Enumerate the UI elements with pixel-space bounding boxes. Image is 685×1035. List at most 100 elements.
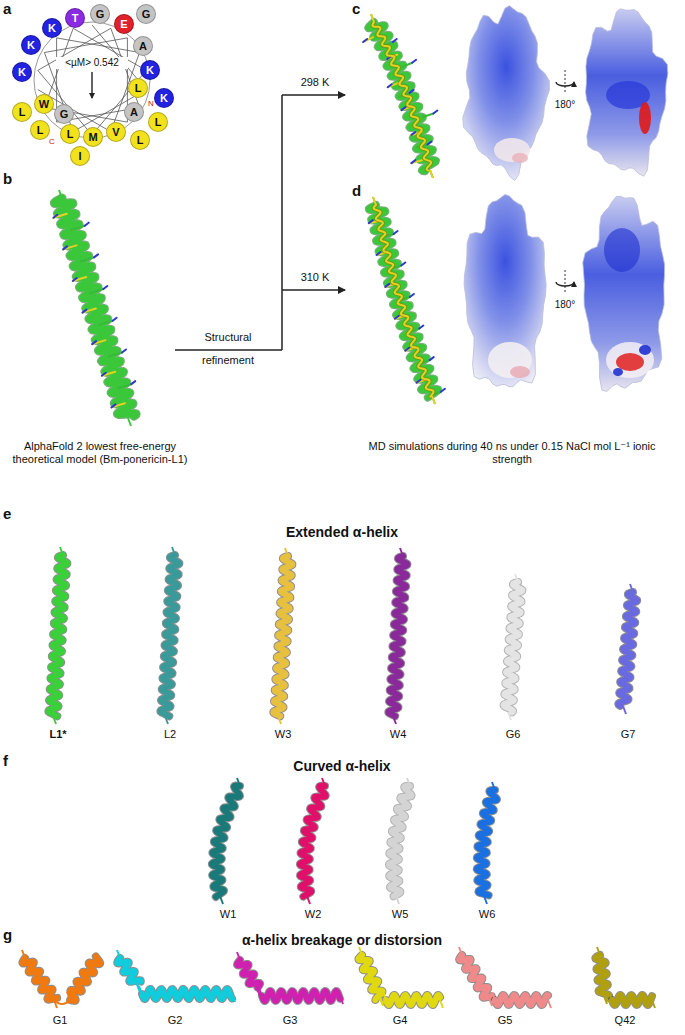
helix-shadow bbox=[160, 555, 179, 716]
helix-shadow bbox=[117, 958, 141, 982]
helix-shadow bbox=[262, 991, 340, 1001]
peptide-name: G6 bbox=[485, 728, 541, 741]
helix-ribbon bbox=[369, 205, 438, 398]
side-chain bbox=[118, 384, 131, 388]
residue-letter: E bbox=[120, 19, 127, 30]
helix-tail bbox=[430, 170, 433, 178]
charge-patch bbox=[639, 102, 651, 134]
helix-ribbon bbox=[495, 995, 548, 1005]
residue-circle: K bbox=[42, 18, 62, 38]
residue-circle: G bbox=[90, 4, 110, 24]
rotation-label: 180° bbox=[548, 299, 582, 311]
residue-letter: L bbox=[135, 83, 142, 94]
residue-letter: M bbox=[88, 132, 97, 143]
loop bbox=[137, 984, 142, 994]
residue-circle: I bbox=[70, 146, 90, 166]
peptide-name: L2 bbox=[142, 728, 198, 741]
residue-circle: K bbox=[12, 62, 32, 82]
helix-tail bbox=[548, 1000, 551, 1008]
peptide-name: W4 bbox=[370, 728, 426, 741]
helix-shadow bbox=[273, 556, 292, 716]
residue-circle: K bbox=[21, 35, 41, 55]
residue-letter: L bbox=[137, 135, 144, 146]
helix-shadow bbox=[142, 989, 232, 999]
helix-shadow bbox=[54, 198, 136, 416]
side-chain-tip bbox=[410, 294, 414, 297]
residue-circle: L bbox=[128, 78, 148, 98]
residue-circle: K bbox=[140, 60, 160, 80]
rotation-arrow bbox=[556, 282, 574, 286]
side-chain-tip bbox=[103, 286, 107, 289]
helix-shadow bbox=[389, 786, 412, 896]
helix-shadow bbox=[373, 22, 432, 171]
surface-blob bbox=[464, 195, 546, 387]
residue-letter: K bbox=[160, 93, 168, 104]
side-chain-tip bbox=[73, 278, 77, 281]
side-chain bbox=[90, 289, 103, 293]
surface-blob bbox=[583, 196, 665, 391]
helix-ribbon bbox=[374, 205, 434, 397]
helix-tail bbox=[393, 716, 396, 724]
helix-ribbon bbox=[212, 786, 240, 897]
helix-tail bbox=[515, 574, 518, 582]
helix-tail bbox=[278, 716, 281, 724]
charge-patch bbox=[613, 368, 623, 376]
side-chain-tip bbox=[394, 231, 398, 234]
loop bbox=[257, 988, 262, 996]
side-chain-tip bbox=[433, 111, 437, 114]
side-chain bbox=[111, 403, 124, 407]
helix-tail bbox=[165, 716, 168, 724]
helix-tail bbox=[400, 548, 403, 556]
helix-tail bbox=[396, 896, 399, 904]
helix-shadow bbox=[358, 955, 382, 1000]
residue-circle: G bbox=[136, 4, 156, 24]
side-chain-tip bbox=[82, 310, 86, 313]
side-chain-tip bbox=[411, 132, 415, 135]
section-title: Curved α-helix bbox=[182, 758, 502, 775]
helix-shadow bbox=[212, 786, 240, 897]
residue-letter: K bbox=[48, 23, 56, 34]
panel-letter: a bbox=[3, 0, 11, 18]
terminus-mark: N bbox=[148, 99, 154, 109]
peptide-name: G5 bbox=[477, 1014, 533, 1027]
side-chain-tip bbox=[94, 254, 98, 257]
residue-letter: A bbox=[130, 107, 138, 118]
helix-tail bbox=[432, 396, 435, 404]
helix-tail bbox=[440, 1000, 443, 1008]
helix-tail bbox=[484, 896, 487, 904]
residue-letter: L bbox=[155, 117, 162, 128]
arrow-label: refinement bbox=[178, 354, 278, 367]
helix-ribbon bbox=[48, 555, 67, 716]
helix-tail bbox=[340, 996, 343, 1004]
peptide-name: L1* bbox=[30, 728, 86, 741]
helix-shadow bbox=[386, 995, 440, 1005]
helix-tail bbox=[508, 712, 511, 720]
helix-tail bbox=[22, 950, 25, 958]
peptide-name: W5 bbox=[372, 908, 428, 921]
helix-shadow bbox=[22, 958, 57, 1000]
helix-ribbon bbox=[160, 555, 179, 716]
flow-line bbox=[281, 95, 283, 350]
charge-patch bbox=[512, 153, 528, 163]
residue-letter: T bbox=[72, 13, 79, 24]
helix-shadow bbox=[504, 582, 523, 712]
side-chain-tip bbox=[411, 160, 415, 163]
side-chain-tip bbox=[419, 325, 423, 328]
helix-ribbon bbox=[477, 790, 497, 895]
residue-circle: L bbox=[12, 102, 32, 122]
helix-shadow bbox=[70, 957, 100, 1001]
helix-shadow bbox=[595, 955, 609, 996]
residue-letter: W bbox=[39, 99, 49, 110]
peptide-name: G2 bbox=[147, 1014, 203, 1027]
helix-shadow bbox=[459, 955, 492, 998]
section-title: α-helix breakage or distorsion bbox=[172, 932, 512, 949]
helix-tail bbox=[609, 992, 612, 1000]
helix-tail bbox=[237, 778, 240, 786]
residue-letter: G bbox=[60, 109, 69, 120]
helix-ribbon bbox=[142, 989, 232, 999]
residue-circle: A bbox=[133, 36, 153, 56]
side-chain bbox=[71, 226, 84, 230]
side-chain-tip bbox=[417, 380, 421, 383]
helix-tail bbox=[307, 896, 310, 904]
